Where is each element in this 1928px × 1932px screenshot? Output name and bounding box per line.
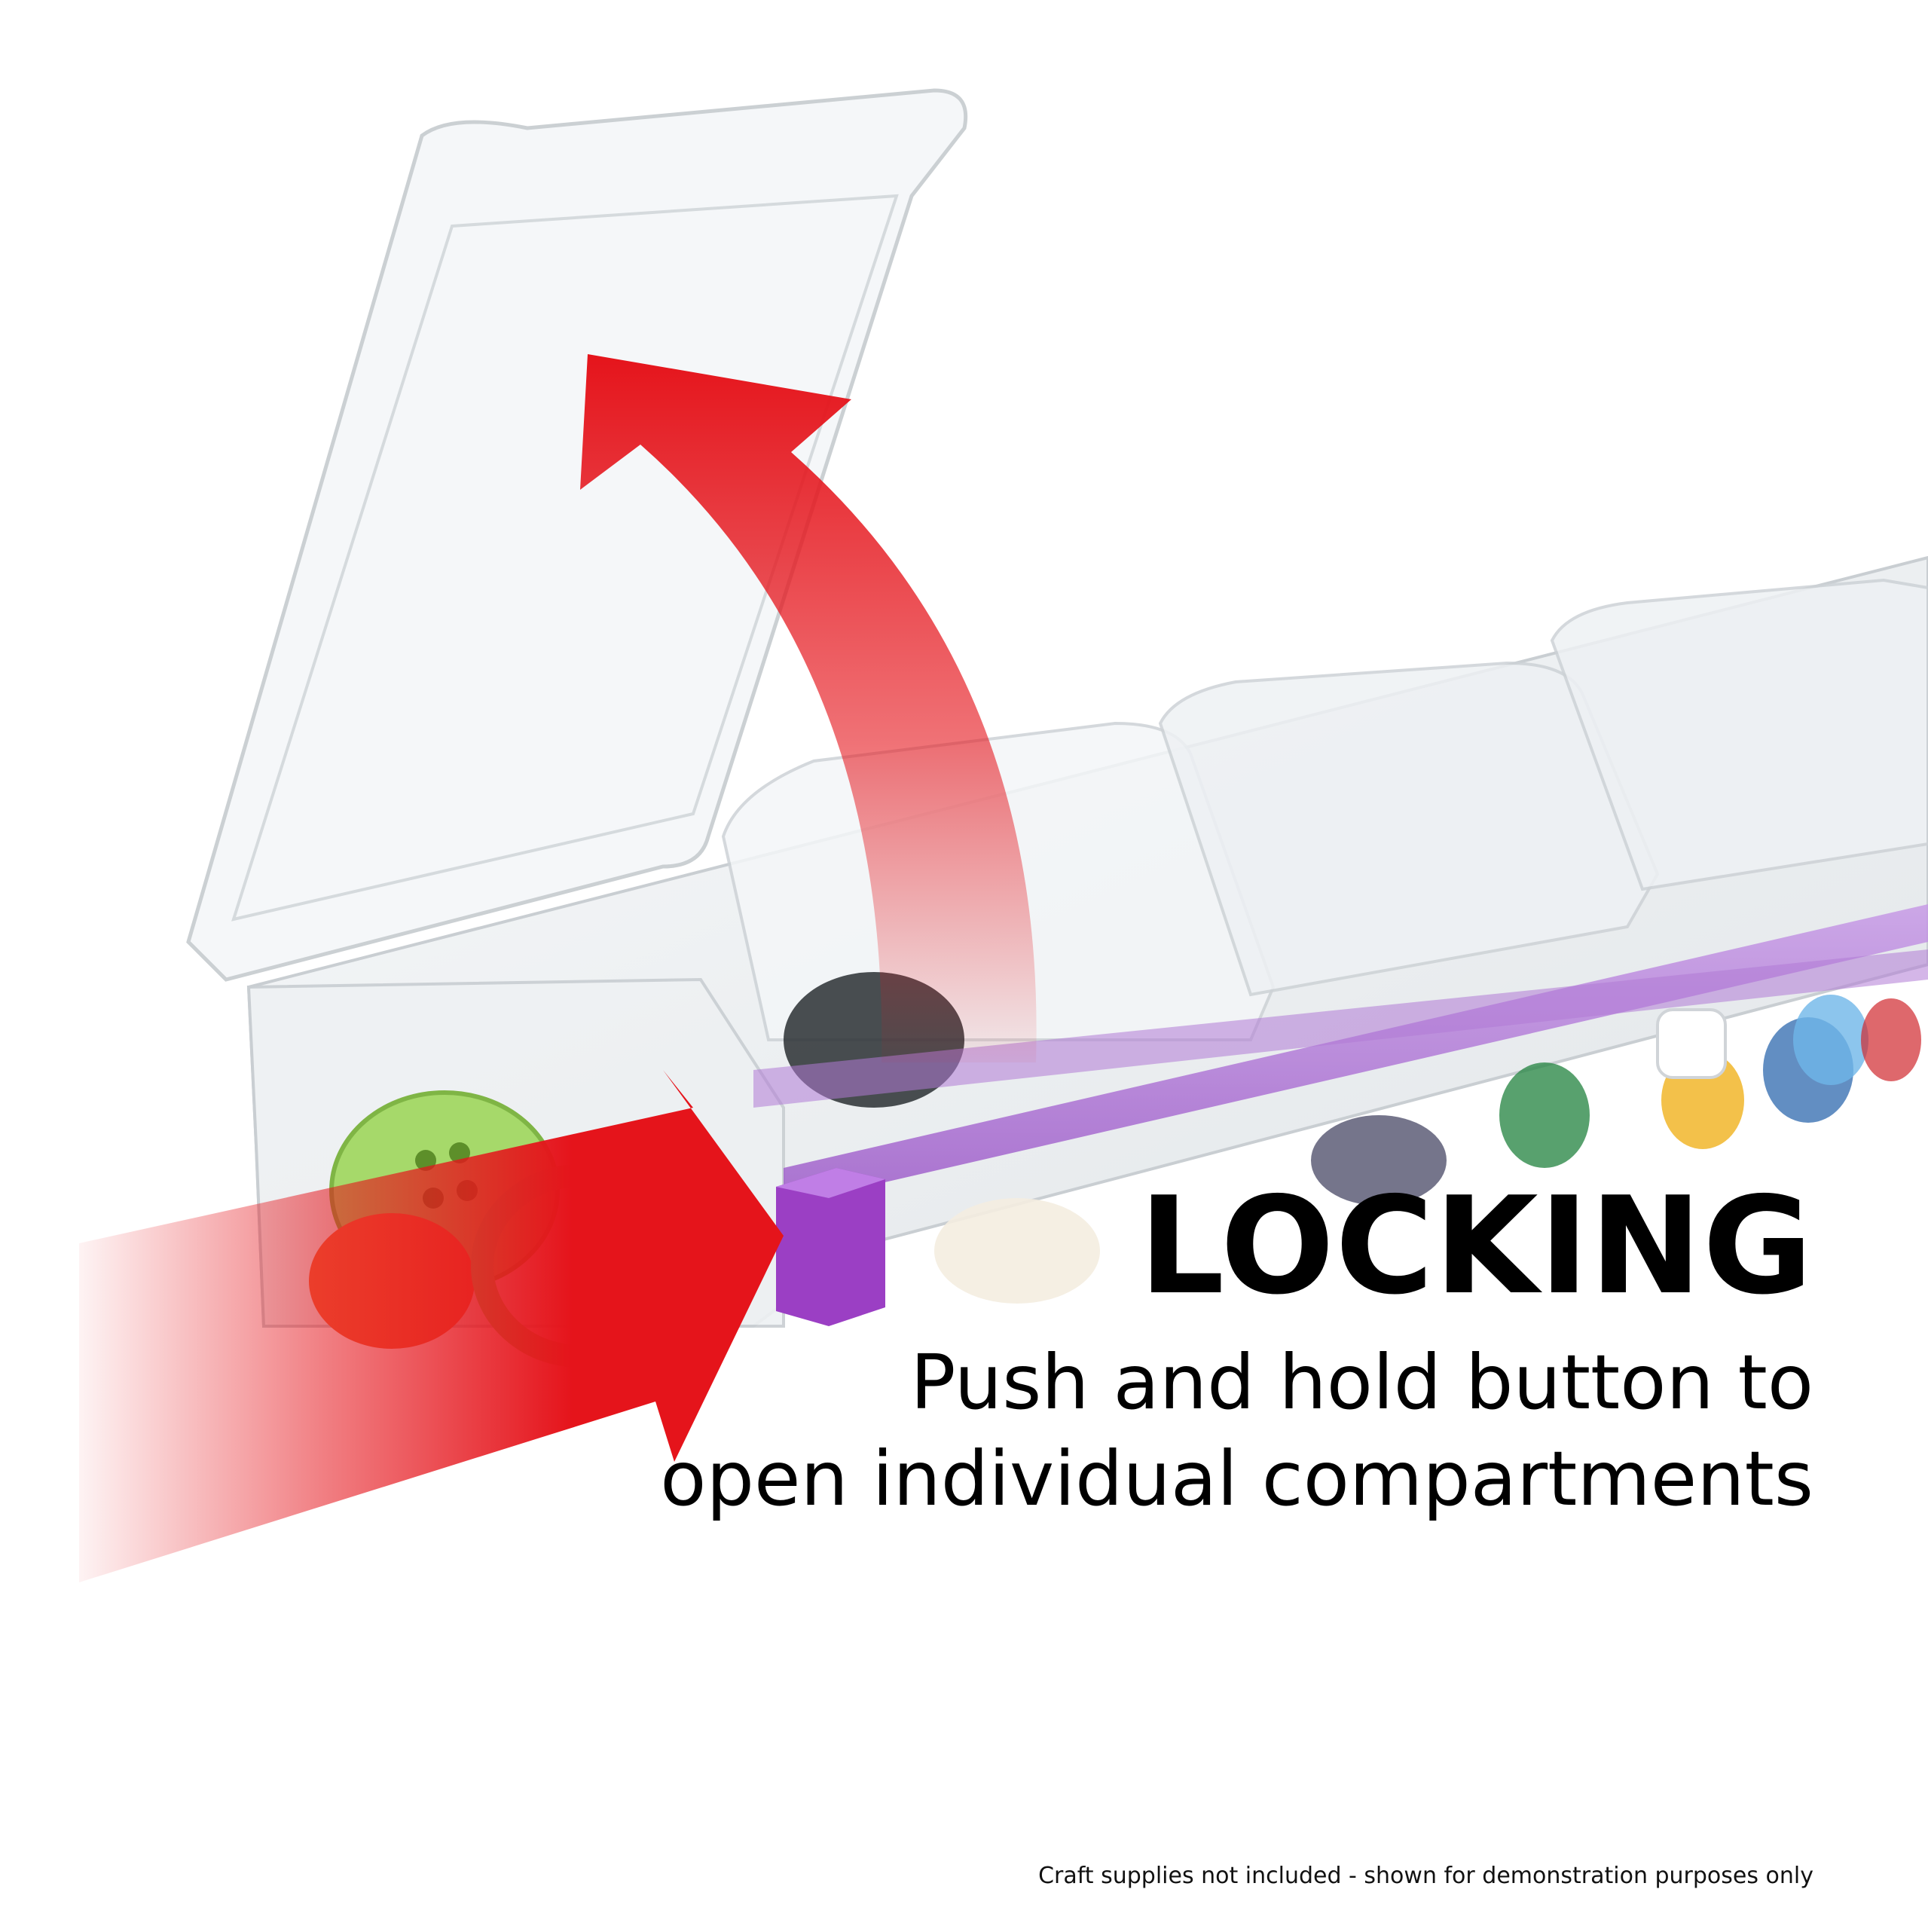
disclaimer-note: Craft supplies not included - shown for … xyxy=(1038,1863,1813,1889)
lock-button[interactable] xyxy=(776,1168,885,1326)
feature-headline: LOCKING xyxy=(1138,1168,1813,1324)
feature-instruction: Push and hold button to open individual … xyxy=(660,1334,1813,1527)
instruction-line-1: Push and hold button to xyxy=(910,1338,1813,1426)
curved-up-arrow-icon xyxy=(580,354,1037,1062)
right-arrow-icon xyxy=(79,1070,784,1582)
instruction-line-2: open individual compartments xyxy=(660,1435,1813,1523)
open-lid xyxy=(186,88,968,982)
feature-callout: LOCKING Push and hold button to open ind… xyxy=(660,1179,1813,1527)
locking-rail xyxy=(753,904,1928,1206)
